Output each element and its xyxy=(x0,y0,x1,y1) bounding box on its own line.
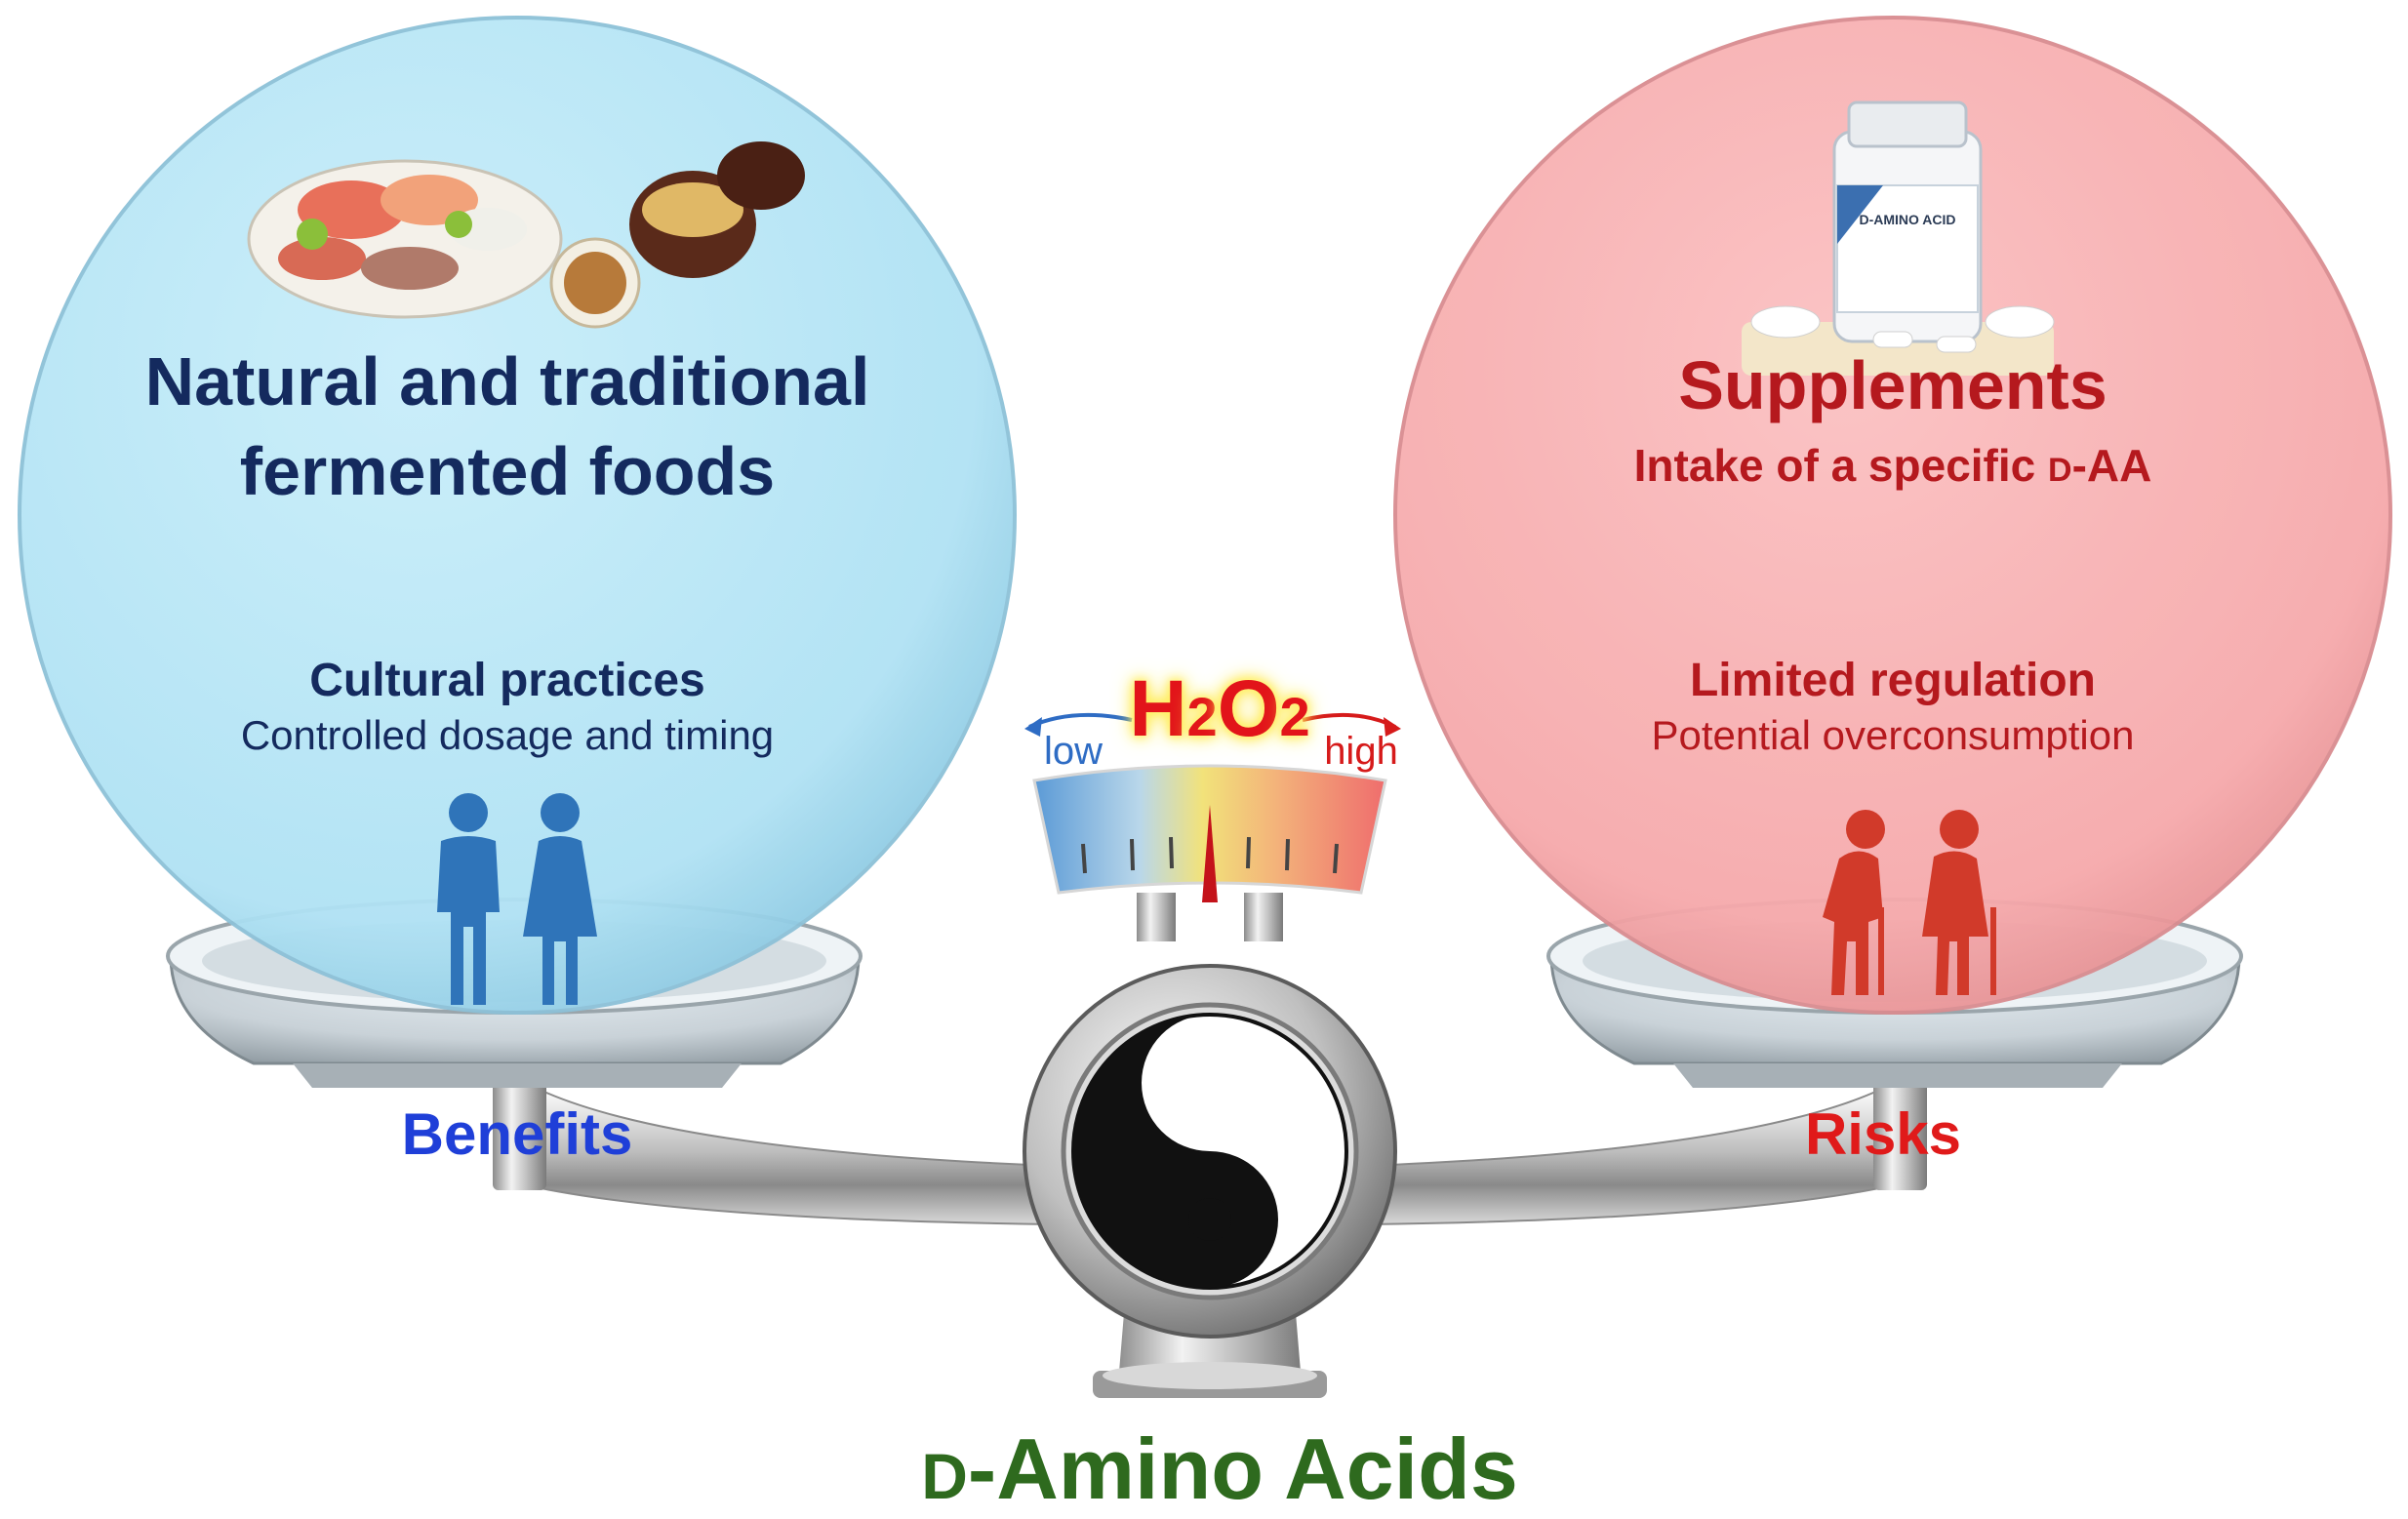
right-detail: Potential overconsumption xyxy=(1651,712,2135,758)
footer-title: D-Amino Acids xyxy=(878,1419,1561,1519)
food-platter-icon xyxy=(247,141,805,329)
intake-prefix: Intake of a specific xyxy=(1633,440,2049,491)
intake-suffix: -AA xyxy=(2071,440,2152,491)
h2o2-gauge xyxy=(1024,712,1401,941)
h2o2-sub-b: 2 xyxy=(1279,686,1310,747)
benefits-label: Benefits xyxy=(401,1101,633,1167)
left-detail: Controlled dosage and timing xyxy=(240,712,775,758)
scale-beam xyxy=(493,1063,1927,1226)
footer-d: D xyxy=(921,1440,968,1512)
footer-rest: -Amino Acids xyxy=(967,1420,1518,1517)
left-subtitle: Cultural practices xyxy=(309,655,705,706)
young-couple-icon xyxy=(437,793,597,1005)
h2o2-o: O xyxy=(1217,664,1280,753)
elderly-couple-icon xyxy=(1823,810,1996,995)
right-intake: Intake of a specific D-AA xyxy=(1405,439,2381,492)
supplement-bottle-icon: D-AMINO ACID xyxy=(1742,100,2055,376)
left-title: Natural and traditional fermented foods xyxy=(144,343,870,509)
center-dial xyxy=(1023,964,1397,1339)
yin-yang-icon xyxy=(1071,1013,1348,1290)
bottle-label: D-AMINO ACID xyxy=(1859,212,1955,227)
right-title: Supplements xyxy=(1678,347,2107,423)
risks-label: Risks xyxy=(1804,1101,1962,1167)
gauge-low-label: low xyxy=(1043,730,1104,773)
right-subtitle: Limited regulation xyxy=(1689,655,2096,706)
h2o2-label: H2O2 xyxy=(1103,663,1337,755)
right-circle xyxy=(1393,16,2392,1015)
gauge-needle-icon xyxy=(1202,805,1218,902)
h2o2-sub-a: 2 xyxy=(1186,686,1218,747)
h2o2-h: H xyxy=(1129,664,1187,753)
intake-d: D xyxy=(2048,452,2072,489)
gauge-high-label: high xyxy=(1324,730,1398,773)
